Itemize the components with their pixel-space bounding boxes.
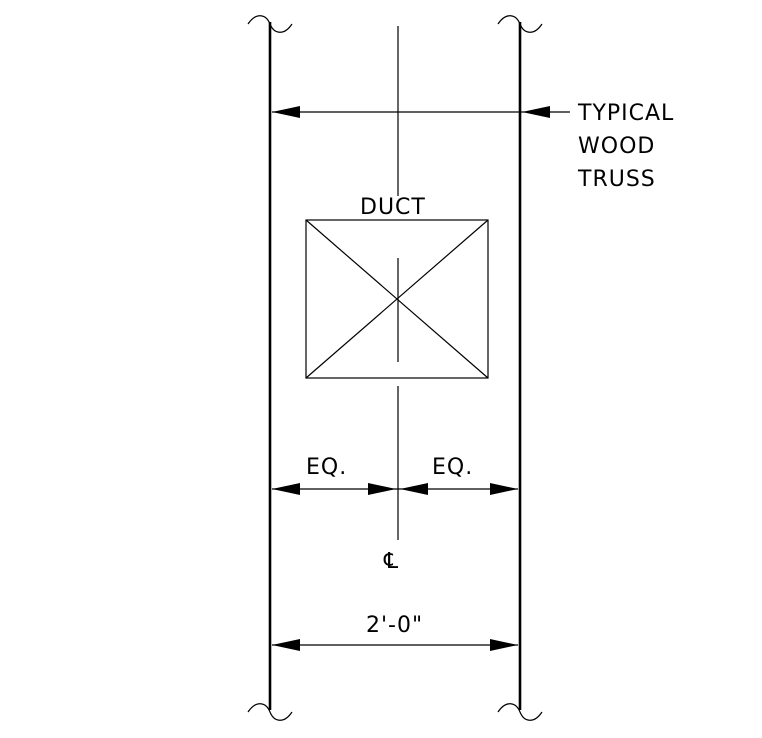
break-symbol-bottom-right <box>497 703 543 721</box>
eq-label-right: EQ. <box>432 455 473 480</box>
duct-label: DUCT <box>360 195 426 220</box>
truss-callout-leader <box>272 106 570 118</box>
eq-label-left: EQ. <box>306 455 347 480</box>
duct-box <box>305 219 489 379</box>
callout-text-line2: WOOD <box>578 134 655 159</box>
callout-text-line1: TYPICAL <box>577 101 674 126</box>
callout-text-line3: TRUSS <box>577 167 656 192</box>
eq-dimension-line <box>272 483 518 495</box>
centerline-symbol: ℄ <box>383 549 399 574</box>
overall-dimension-line <box>272 639 518 651</box>
overall-dimension-label: 2'-0" <box>366 613 423 638</box>
break-symbol-bottom-left <box>247 703 293 721</box>
